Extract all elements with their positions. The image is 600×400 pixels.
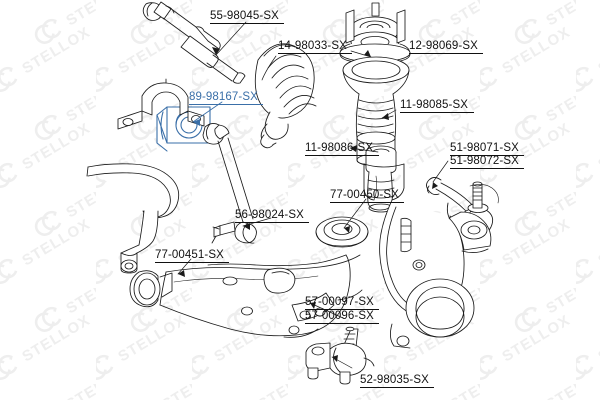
part-steering-knuckle (379, 199, 492, 349)
label-underline (330, 202, 404, 203)
part-code-text: 55-98045-SX (210, 10, 279, 22)
part-label-52-98035-SX[interactable]: 52-98035-SX (360, 374, 434, 388)
label-underline (305, 309, 379, 310)
part-rack-boot (254, 43, 317, 149)
part-code-text: 89-98167-SX (189, 91, 258, 103)
part-front-arm-bushing (129, 270, 173, 308)
part-label-89-98167-SX[interactable]: 89-98167-SX (189, 91, 263, 105)
leader-line-highlight (192, 101, 223, 123)
part-label-56-98024-SX[interactable]: 56-98024-SX (235, 209, 309, 223)
part-code-text: 57-00096-SX (305, 310, 374, 322)
part-code-text: 57-00097-SX (305, 296, 374, 308)
part-code-text: 77-00451-SX (155, 249, 224, 261)
part-code-text: 52-98035-SX (360, 374, 429, 386)
leader-arrowheads (178, 47, 438, 362)
label-underline (189, 104, 263, 105)
part-label-51-98072-SX[interactable]: 51-98072-SX (450, 155, 524, 169)
part-code-text: 56-98024-SX (235, 209, 304, 221)
label-underline (400, 112, 474, 113)
part-inner-tie-rod (142, 1, 246, 84)
part-label-12-98069-SX[interactable]: 12-98069-SX (409, 40, 483, 54)
part-code-text: 11-98085-SX (400, 99, 469, 111)
part-label-77-00450-SX[interactable]: 77-00450-SX (330, 189, 404, 203)
part-label-57-00096-SX[interactable]: 57-00096-SX (305, 310, 379, 324)
label-underline (278, 53, 352, 54)
part-code-text: 11-98086-SX (305, 142, 374, 154)
part-label-51-98071-SX[interactable]: 51-98071-SX (450, 142, 524, 156)
part-bushing-bracket (117, 78, 205, 130)
part-stabilizer-bar (86, 163, 180, 274)
part-stabilizer-link (202, 122, 257, 244)
part-code-text: 14-98033-SX (278, 40, 347, 52)
label-underline (235, 222, 309, 223)
part-code-text: 12-98069-SX (409, 40, 478, 52)
part-label-77-00451-SX[interactable]: 77-00451-SX (155, 249, 229, 263)
part-knuckle-top-bracket (469, 184, 499, 204)
part-lower-control-arm (159, 254, 363, 338)
label-underline (210, 23, 284, 24)
label-underline (450, 155, 524, 156)
part-code-text: 77-00450-SX (330, 189, 399, 201)
label-underline (450, 168, 524, 169)
label-underline (409, 53, 483, 54)
part-code-text: 51-98071-SX (450, 142, 519, 154)
part-lower-ball-joint (305, 326, 375, 385)
part-strut-tube (363, 163, 405, 201)
label-underline (360, 387, 434, 388)
part-code-text: 51-98072-SX (450, 155, 519, 167)
part-label-57-00097-SX[interactable]: 57-00097-SX (305, 296, 379, 310)
leader-arrowhead-highlight (193, 119, 200, 126)
label-underline (155, 262, 229, 263)
part-rear-arm-bushing (315, 216, 369, 248)
part-label-14-98033-SX[interactable]: 14-98033-SX (278, 40, 352, 54)
part-label-11-98085-SX[interactable]: 11-98085-SX (400, 99, 474, 113)
label-underline (305, 155, 379, 156)
part-label-11-98086-SX[interactable]: 11-98086-SX (305, 142, 379, 156)
label-underline (305, 323, 379, 324)
part-label-55-98045-SX[interactable]: 55-98045-SX (210, 10, 284, 24)
